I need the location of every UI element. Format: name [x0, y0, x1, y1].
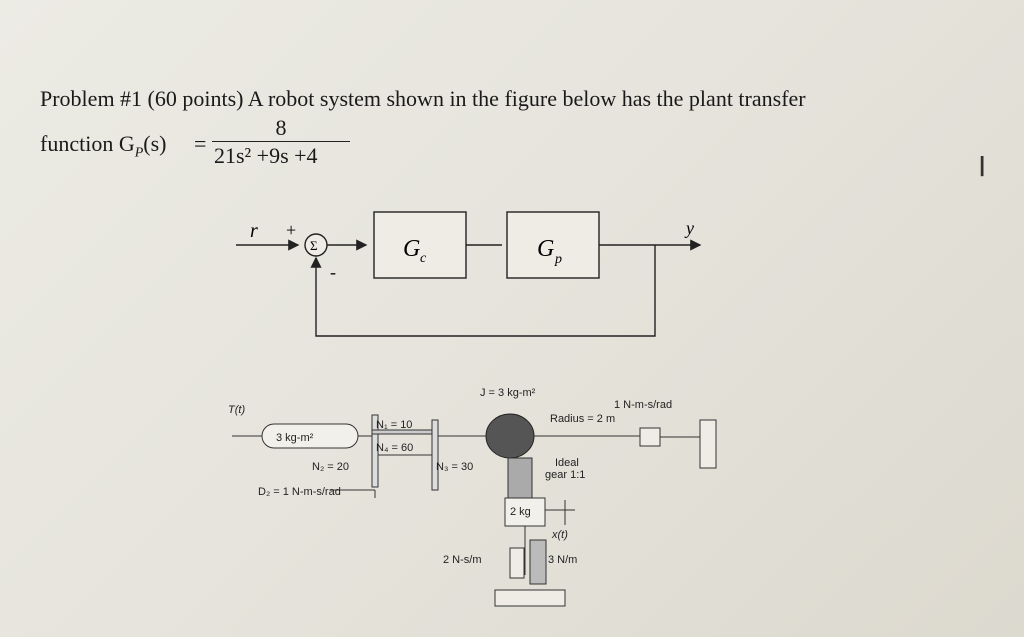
- gear-train-drawing: [232, 413, 717, 607]
- input-label: r: [250, 220, 258, 242]
- displacement-label: x(t): [551, 529, 568, 541]
- output-label: y: [684, 218, 694, 238]
- equals-sign: =: [194, 131, 207, 156]
- transfer-function-fraction: 8 21s² +9s +4: [212, 116, 350, 170]
- block-diagram: [236, 211, 702, 337]
- spring-label: 3 N/m: [548, 554, 577, 566]
- torque-label: T(t): [228, 404, 245, 416]
- radius-label: Radius = 2 m: [550, 413, 615, 425]
- j-label: J = 3 kg-m²: [480, 387, 536, 399]
- function-arg: (s): [143, 131, 167, 156]
- n4-label: N₄ = 60: [376, 442, 413, 454]
- n1-label: N₁ = 10: [376, 419, 412, 431]
- d2-label: D₂ = 1 N-m-s/rad: [258, 486, 341, 498]
- fraction-bar: [212, 141, 350, 142]
- linear-damper-label: 2 N-s/m: [443, 554, 482, 566]
- inertia1-label: 3 kg-m²: [276, 432, 314, 444]
- gear-ratio-label: gear 1:1: [545, 469, 585, 481]
- problem-statement-line1: Problem #1 (60 points) A robot system sh…: [40, 86, 806, 111]
- numerator: 8: [275, 115, 287, 140]
- function-name: function G: [40, 131, 135, 156]
- minus-sign: -: [330, 262, 336, 282]
- n2-label: N₂ = 20: [312, 461, 349, 473]
- text-cursor-icon: I: [978, 150, 987, 183]
- plant-label: G: [537, 236, 554, 262]
- function-label: function GP(s): [40, 131, 166, 161]
- plus-sign: +: [286, 220, 296, 240]
- rotational-damper-label: 1 N-m-s/rad: [614, 399, 672, 411]
- ideal-gear-label: Ideal: [555, 457, 579, 469]
- n3-label: N₃ = 30: [436, 461, 473, 473]
- mass-label: 2 kg: [510, 506, 531, 518]
- function-subscript: P: [134, 145, 144, 161]
- controller-subscript: c: [420, 251, 427, 266]
- denominator: 21s² +9s +4: [214, 143, 318, 168]
- controller-label: G: [403, 236, 420, 262]
- sum-symbol: Σ: [310, 238, 318, 253]
- plant-subscript: p: [554, 252, 562, 267]
